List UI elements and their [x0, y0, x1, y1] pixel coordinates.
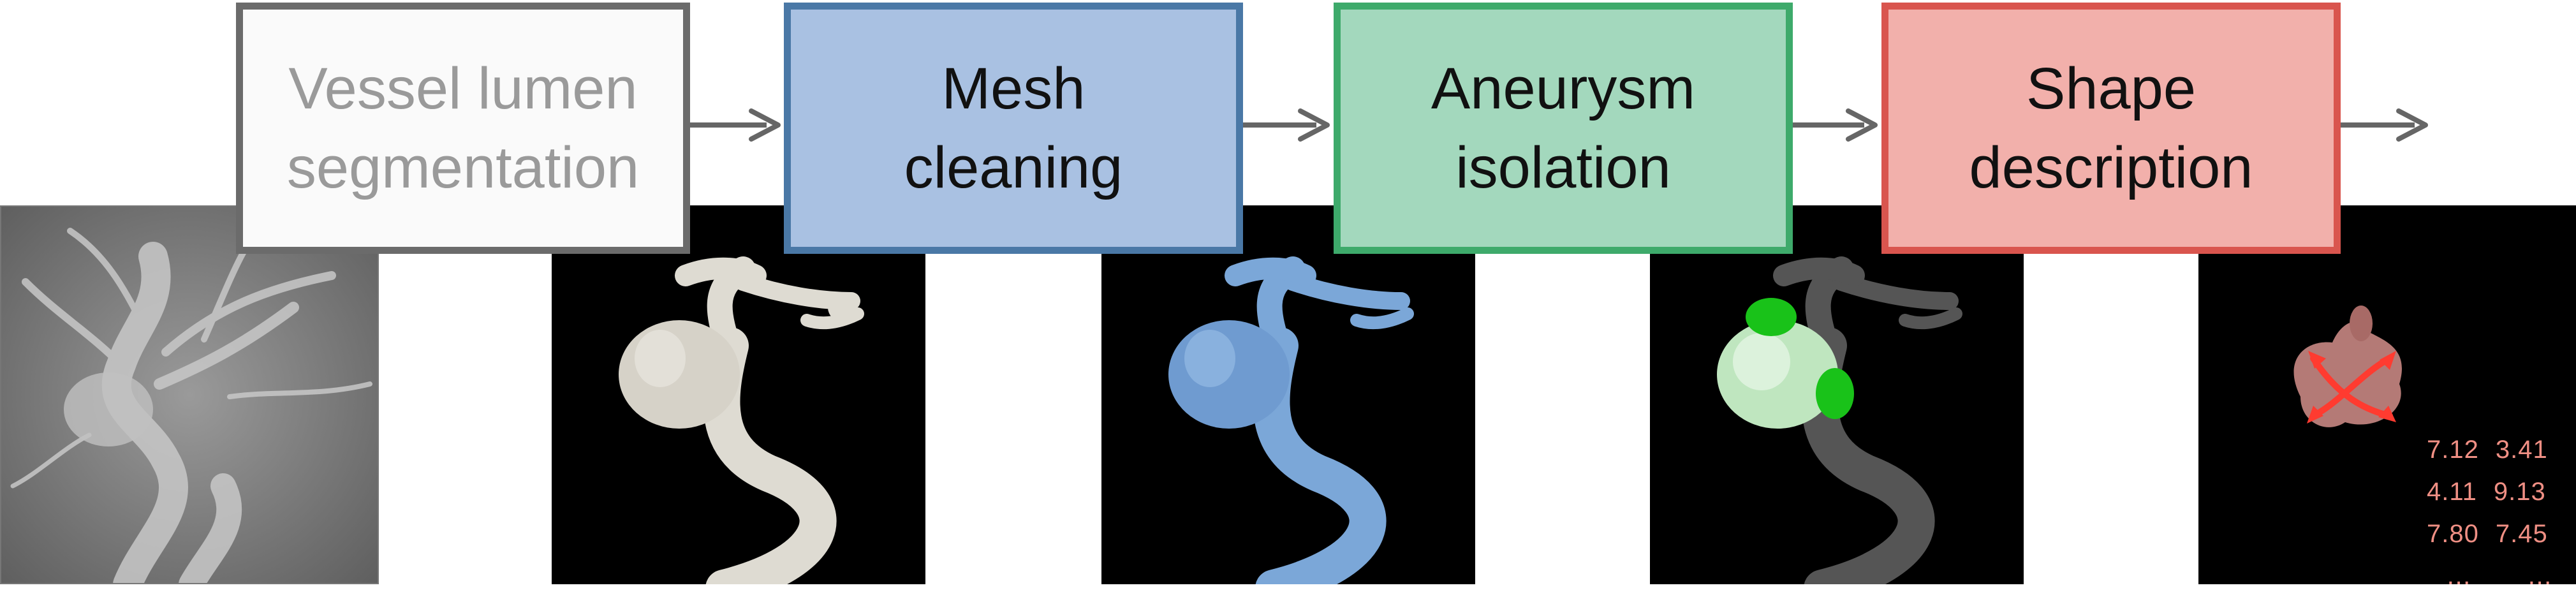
step-label: Vessel lumen segmentation: [287, 49, 639, 207]
step-label-line2: isolation: [1455, 135, 1671, 200]
step-label-line1: Vessel lumen: [288, 55, 638, 121]
shape-value: …: [2527, 562, 2553, 590]
shape-description-render: [2198, 205, 2576, 584]
raw-mesh-graphic: [619, 256, 864, 584]
shape-value: 4.11: [2427, 478, 2477, 506]
shape-value: 7.80: [2427, 520, 2479, 548]
step-mesh-cleaning: Mesh cleaning: [784, 3, 1243, 254]
shape-values-row: 7.12 3.41: [2427, 429, 2567, 471]
step-shape-description: Shape description: [1881, 3, 2341, 254]
shape-value: 3.41: [2495, 436, 2548, 464]
shape-value: 7.12: [2427, 436, 2479, 464]
raw-mesh-render: [552, 205, 925, 584]
angiography-image: [0, 205, 379, 584]
step-label-line2: description: [1969, 135, 2253, 200]
shape-values-row: 7.80 7.45: [2427, 513, 2567, 555]
step-label-line1: Aneurysm: [1431, 55, 1696, 121]
step-label: Shape description: [1969, 49, 2253, 207]
isolated-aneurysm-graphic: [1717, 256, 1962, 584]
arrow-right-icon: [690, 108, 784, 142]
shape-values-row: … …: [2427, 555, 2567, 597]
shape-description-graphic: [2293, 306, 2402, 427]
shape-values-table: 7.12 3.41 4.11 9.13 7.80 7.45 … …: [2427, 429, 2567, 597]
step-label: Mesh cleaning: [904, 49, 1123, 207]
shape-value: 9.13: [2493, 478, 2546, 506]
cleaned-mesh-graphic: [1168, 256, 1414, 584]
isolated-aneurysm-render: [1650, 205, 2024, 584]
step-label-line1: Mesh: [941, 55, 1086, 121]
angiogram-graphic: [0, 205, 379, 584]
shape-value: 7.45: [2495, 520, 2548, 548]
step-vessel-lumen-segmentation: Vessel lumen segmentation: [236, 3, 690, 254]
step-label-line1: Shape: [2026, 55, 2197, 121]
step-label: Aneurysm isolation: [1431, 49, 1695, 207]
arrow-right-icon: [2341, 108, 2432, 142]
step-aneurysm-isolation: Aneurysm isolation: [1334, 3, 1793, 254]
arrow-right-icon: [1793, 108, 1881, 142]
cleaned-mesh-render: [1101, 205, 1475, 584]
shape-value: …: [2446, 562, 2472, 590]
arrow-right-icon: [1243, 108, 1334, 142]
step-label-line2: cleaning: [904, 135, 1123, 200]
shape-values-row: 4.11 9.13: [2427, 471, 2567, 513]
step-label-line2: segmentation: [286, 135, 640, 200]
